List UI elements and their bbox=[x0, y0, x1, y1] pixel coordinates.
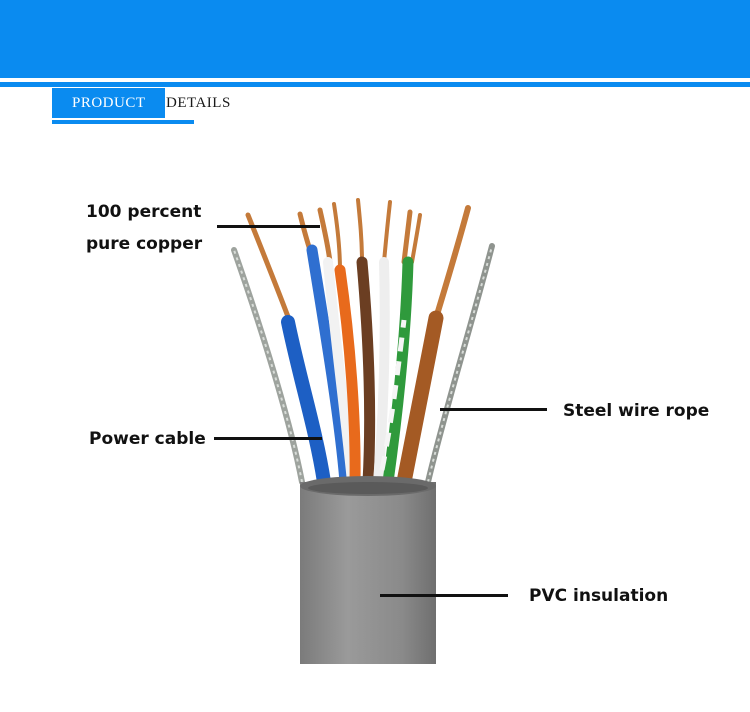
label-copper-line2: pure copper bbox=[86, 234, 203, 254]
label-copper-line1: 100 percent bbox=[86, 202, 202, 222]
section-title-highlight: PRODUCT bbox=[72, 95, 146, 111]
copper-leader-line bbox=[217, 225, 320, 228]
header-divider bbox=[0, 82, 750, 87]
section-title-underline bbox=[52, 120, 194, 124]
power-leader-line bbox=[214, 437, 322, 440]
top-banner bbox=[0, 0, 750, 78]
pvc-leader-line bbox=[380, 594, 508, 597]
section-title-background bbox=[52, 88, 165, 118]
blue-conductor bbox=[281, 315, 331, 489]
steel-leader-line bbox=[440, 408, 547, 411]
label-power-cable: Power cable bbox=[89, 429, 206, 449]
orange-pair bbox=[334, 264, 361, 488]
green-pair bbox=[382, 256, 414, 488]
section-title-rest: DETAILS bbox=[166, 95, 231, 111]
brown-pair bbox=[356, 256, 376, 488]
pvc-jacket bbox=[300, 482, 436, 664]
label-steel-wire: Steel wire rope bbox=[563, 401, 710, 421]
brown-conductor bbox=[396, 310, 444, 490]
label-pvc: PVC insulation bbox=[529, 586, 669, 606]
blue-white-pair bbox=[306, 244, 351, 488]
